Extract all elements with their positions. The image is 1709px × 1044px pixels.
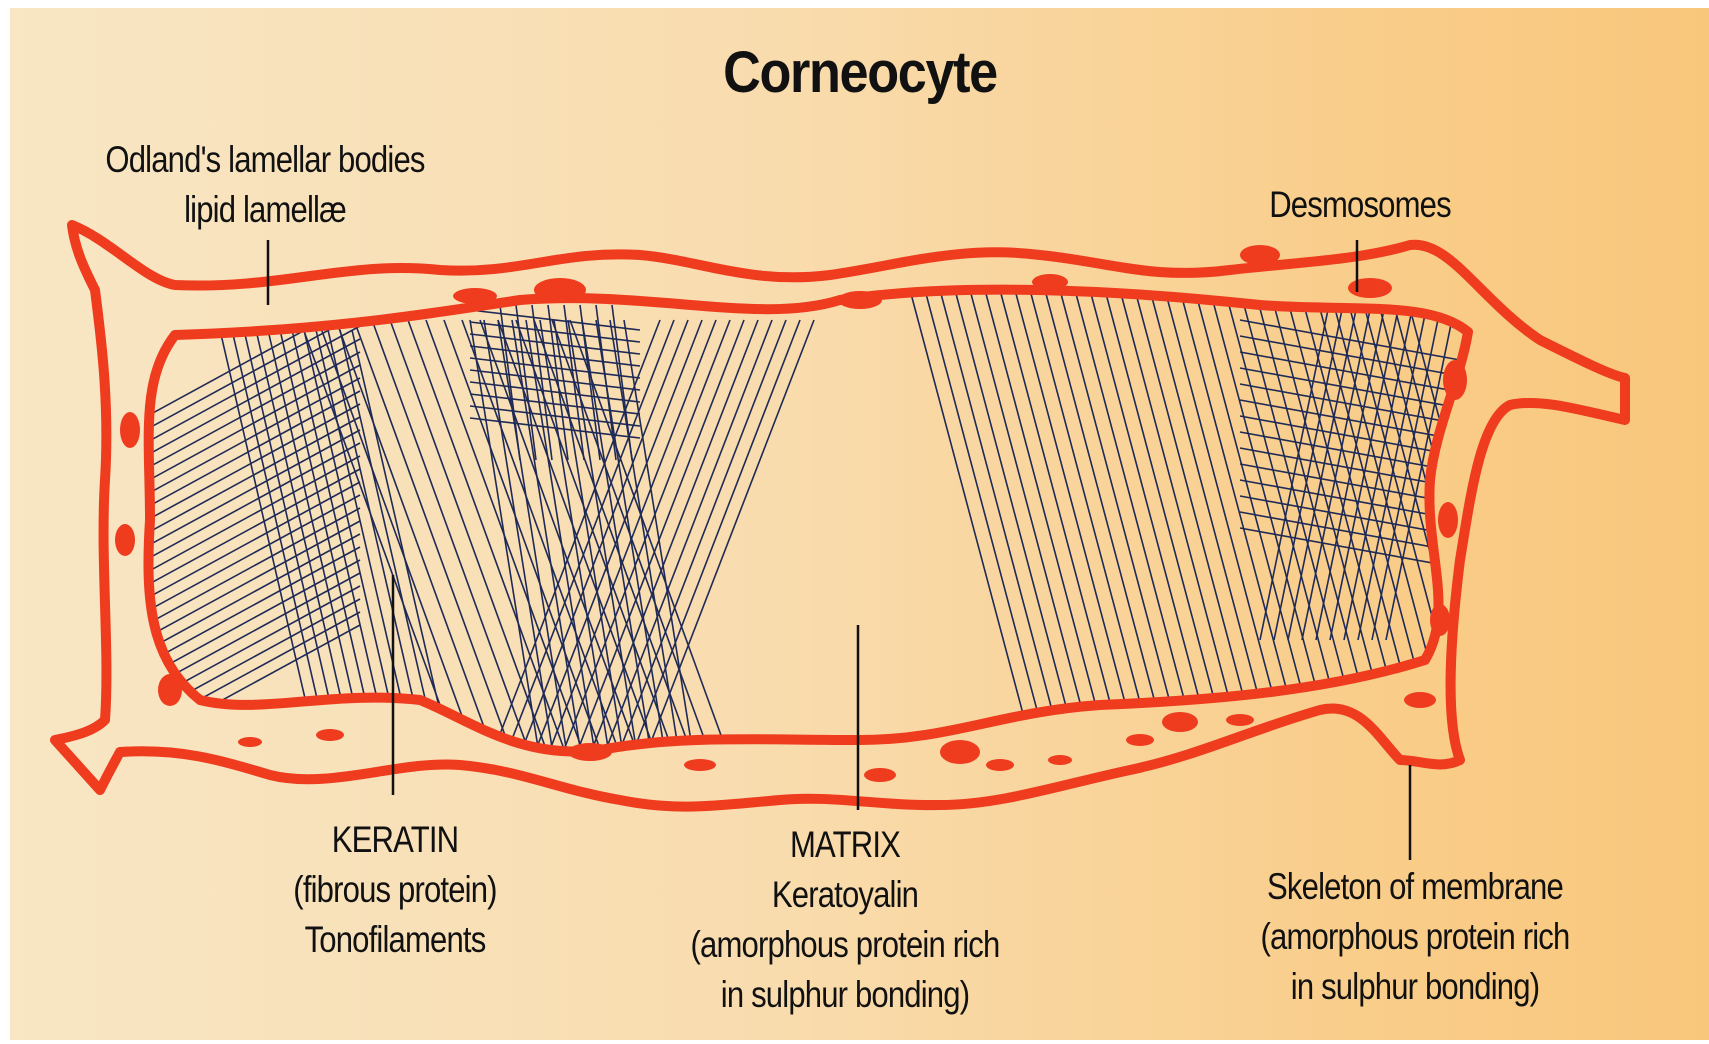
fiber-line — [1015, 290, 1135, 740]
fiber-line — [516, 320, 676, 760]
diagram-title: Corneocyte — [680, 40, 1040, 106]
fiber-line — [140, 547, 360, 667]
fiber-line — [1060, 290, 1180, 740]
fiber-line — [1358, 300, 1428, 640]
fiber-line — [1135, 290, 1255, 740]
label-matrix: MATRIX Keratoyalin (amorphous protein ri… — [673, 820, 1017, 1020]
fiber-line — [1105, 290, 1225, 740]
fiber-line — [140, 300, 360, 420]
fiber-line — [1120, 290, 1240, 740]
fiber-line — [1090, 290, 1210, 740]
fiber-line — [925, 290, 1045, 740]
fiber-line — [140, 365, 360, 485]
fiber-line — [596, 305, 616, 460]
fiber-line — [602, 320, 772, 760]
fiber-line — [444, 320, 604, 760]
fiber-line — [1075, 290, 1195, 740]
fiber-line — [140, 469, 360, 589]
fiber-line — [1000, 290, 1120, 740]
label-skeleton-membrane: Skeleton of membrane (amorphous protein … — [1247, 862, 1583, 1012]
fiber-line — [140, 456, 360, 576]
fiber-line — [140, 352, 360, 472]
fiber-line — [644, 320, 814, 760]
label-desmosomes: Desmosomes — [1251, 180, 1469, 230]
fiber-line — [140, 417, 360, 537]
fiber-line — [470, 418, 640, 438]
fiber-line — [1030, 290, 1150, 740]
fiber-line — [140, 508, 360, 628]
fiber-line — [985, 290, 1105, 740]
fiber-line — [328, 330, 418, 720]
fiber-line — [140, 404, 360, 524]
fiber-line — [1045, 290, 1165, 740]
fiber-line — [910, 290, 1030, 740]
fiber-line — [970, 290, 1090, 740]
fiber-line — [304, 330, 394, 720]
fiber-line — [140, 495, 360, 615]
label-lamellar-bodies: Odland's lamellar bodies lipid lamellæ — [84, 135, 445, 235]
fiber-line — [470, 370, 640, 390]
label-keratin: KERATIN (fibrous protein) Tonofilaments — [269, 815, 521, 965]
fiber-line — [552, 320, 712, 760]
fiber-line — [940, 290, 1060, 740]
fiber-line — [955, 290, 1075, 740]
fiber-line — [616, 320, 786, 760]
fiber-line — [140, 521, 360, 641]
fiber-line — [630, 320, 800, 760]
fiber-line — [1180, 290, 1300, 740]
fiber-line — [570, 320, 730, 760]
fiber-line — [1150, 290, 1270, 740]
fiber-line — [470, 406, 640, 426]
